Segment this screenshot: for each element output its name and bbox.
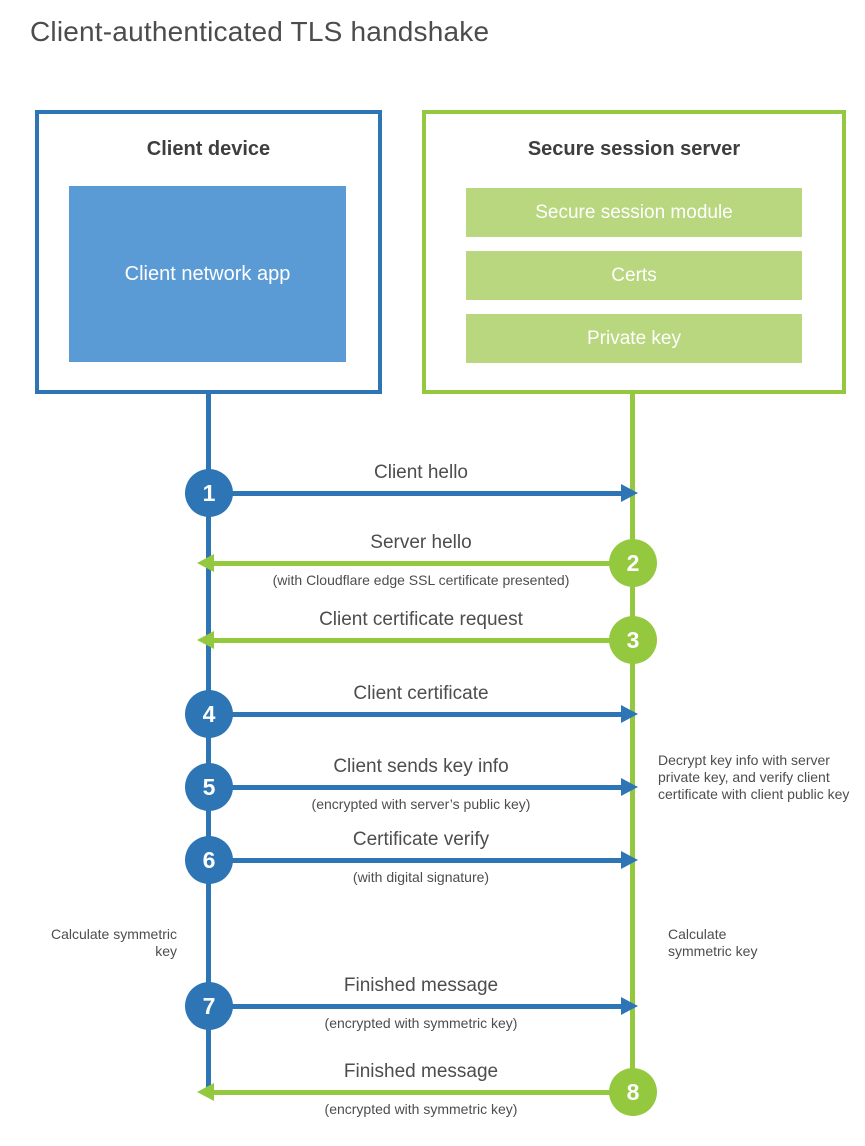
page-title: Client-authenticated TLS handshake — [30, 16, 490, 47]
step-circle: 1 — [185, 469, 233, 517]
arrow-line-left — [213, 638, 633, 643]
server-module-bar: Secure session module — [466, 188, 802, 237]
step-sublabel: (encrypted with server’s public key) — [311, 796, 531, 812]
note-calculate-symmetric-key-right: Calculate symmetric key — [668, 926, 758, 959]
server-module-bar: Certs — [466, 251, 802, 300]
arrow-head-left-icon — [197, 554, 214, 572]
step-label: Client sends key info — [333, 756, 509, 777]
arrow-head-left-icon — [197, 631, 214, 649]
client-lifeline — [206, 393, 211, 1094]
server-module-bar: Private key — [466, 314, 802, 363]
arrow-line-left — [213, 1090, 633, 1095]
step-circle: 6 — [185, 836, 233, 884]
server-lifeline — [630, 393, 635, 1092]
arrow-line-right — [209, 785, 622, 790]
step-circle: 3 — [609, 616, 657, 664]
note-decrypt-key-info: Decrypt key info with server private key… — [658, 752, 850, 802]
arrow-line-right — [209, 858, 622, 863]
server-module-label: Certs — [611, 264, 657, 286]
step-label: Client certificate request — [319, 609, 523, 630]
step-label: Client certificate — [353, 683, 489, 704]
step-circle: 5 — [185, 763, 233, 811]
step-number: 8 — [626, 1078, 640, 1105]
arrow-head-right-icon — [621, 778, 638, 796]
step-circle: 4 — [185, 690, 233, 738]
arrow-line-right — [209, 712, 622, 717]
step-circle: 7 — [185, 982, 233, 1030]
secure-session-server-title: Secure session server — [527, 138, 741, 160]
step-number: 7 — [202, 992, 216, 1019]
step-number: 5 — [202, 773, 216, 800]
server-module-label: Secure session module — [535, 201, 733, 223]
client-network-app-label: Client network app — [124, 262, 291, 285]
arrow-head-right-icon — [621, 851, 638, 869]
note-calculate-symmetric-key-left: Calculate symmetric key — [50, 926, 177, 959]
step-circle: 2 — [609, 539, 657, 587]
step-sublabel: (with digital signature) — [352, 869, 490, 885]
step-number: 3 — [626, 626, 640, 653]
arrow-line-right — [209, 1004, 622, 1009]
arrow-head-right-icon — [621, 997, 638, 1015]
arrow-head-right-icon — [621, 705, 638, 723]
step-circle: 8 — [609, 1068, 657, 1116]
step-number: 6 — [202, 846, 216, 873]
step-number: 4 — [202, 700, 216, 727]
step-number: 2 — [626, 549, 640, 576]
step-sublabel: (encrypted with symmetric key) — [324, 1015, 518, 1031]
arrow-line-right — [209, 491, 622, 496]
arrow-head-left-icon — [197, 1083, 214, 1101]
step-label: Finished message — [343, 1061, 499, 1082]
client-device-title: Client device — [146, 138, 271, 160]
step-label: Certificate verify — [352, 829, 490, 850]
step-label: Finished message — [343, 975, 499, 996]
client-network-app-box: Client network app — [69, 186, 346, 362]
step-label: Server hello — [370, 532, 472, 553]
server-module-label: Private key — [587, 327, 681, 349]
step-sublabel: (with Cloudflare edge SSL certificate pr… — [272, 572, 570, 588]
arrow-line-left — [213, 561, 633, 566]
step-number: 1 — [202, 479, 216, 506]
step-sublabel: (encrypted with symmetric key) — [324, 1101, 518, 1117]
step-label: Client hello — [374, 462, 468, 483]
arrow-head-right-icon — [621, 484, 638, 502]
